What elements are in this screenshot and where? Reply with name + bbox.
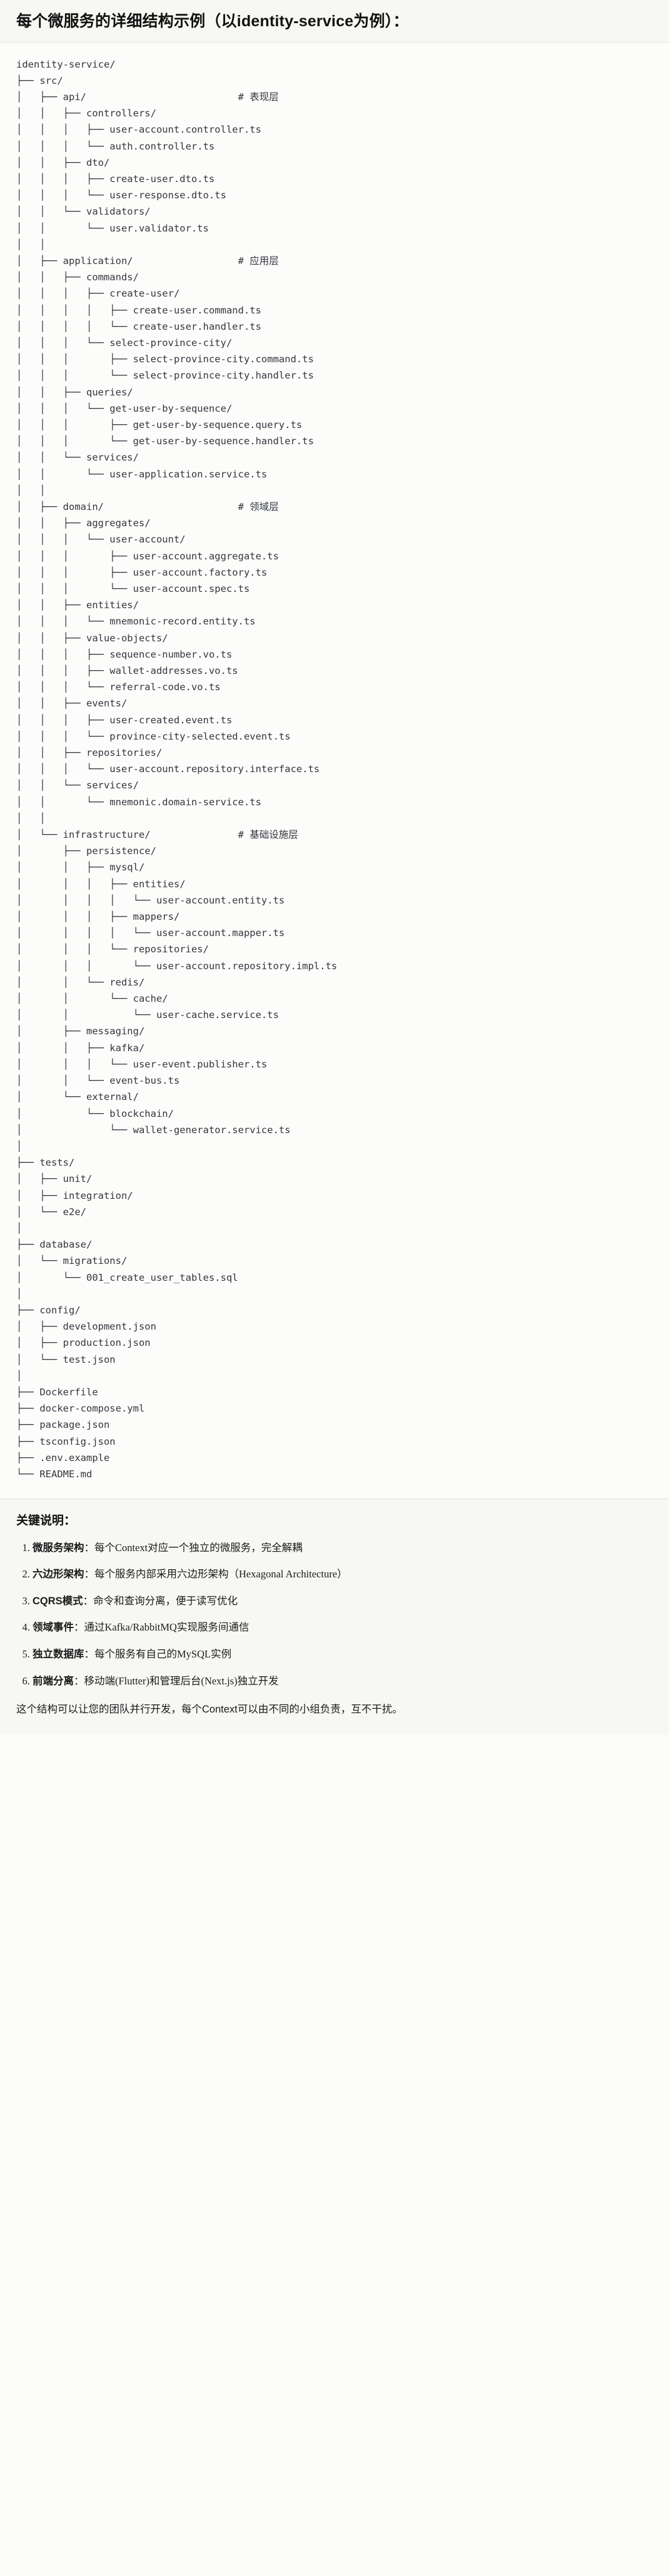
key-note-separator: ： <box>84 1648 95 1661</box>
key-note-item: 领域事件：通过Kafka/RabbitMQ实现服务间通信 <box>33 1619 653 1636</box>
key-notes-section: 关键说明： 微服务架构：每个Context对应一个独立的微服务，完全解耦六边形架… <box>0 1499 669 1734</box>
key-note-term: 领域事件 <box>33 1622 74 1634</box>
key-note-description: 通过Kafka/RabbitMQ实现服务间通信 <box>84 1621 249 1634</box>
key-note-separator: ： <box>74 1621 84 1634</box>
key-notes-list: 微服务架构：每个Context对应一个独立的微服务，完全解耦六边形架构：每个服务… <box>16 1540 653 1689</box>
key-note-item: 独立数据库：每个服务有自己的MySQL实例 <box>33 1646 653 1663</box>
key-note-term: 前端分离 <box>33 1675 74 1687</box>
key-note-description: 每个Context对应一个独立的微服务，完全解耦 <box>94 1541 303 1554</box>
key-note-separator: ： <box>84 1541 95 1554</box>
key-note-item: 微服务架构：每个Context对应一个独立的微服务，完全解耦 <box>33 1540 653 1557</box>
directory-tree-block: identity-service/ ├── src/ │ ├── api/ # … <box>0 42 669 1499</box>
key-note-separator: ： <box>83 1594 94 1607</box>
key-note-description: 命令和查询分离，便于读写优化 <box>93 1594 238 1607</box>
key-note-description: 每个服务内部采用六边形架构（Hexagonal Architecture） <box>94 1568 348 1581</box>
key-notes-title: 关键说明： <box>16 1514 76 1528</box>
closing-paragraph: 这个结构可以让您的团队并行开发，每个Context可以由不同的小组负责，互不干扰… <box>16 1704 403 1716</box>
key-note-description: 移动端(Flutter)和管理后台(Next.js)独立开发 <box>84 1674 279 1687</box>
key-note-item: 前端分离：移动端(Flutter)和管理后台(Next.js)独立开发 <box>33 1673 653 1690</box>
document-header: 每个微服务的详细结构示例（以identity-service为例）： <box>0 0 669 43</box>
key-note-item: CQRS模式：命令和查询分离，便于读写优化 <box>33 1593 653 1610</box>
key-note-description: 每个服务有自己的MySQL实例 <box>94 1648 232 1661</box>
key-note-separator: ： <box>74 1674 84 1687</box>
key-note-item: 六边形架构：每个服务内部采用六边形架构（Hexagonal Architectu… <box>33 1566 653 1583</box>
key-note-term: 微服务架构 <box>33 1542 84 1554</box>
directory-tree: identity-service/ ├── src/ │ ├── api/ # … <box>16 58 338 1480</box>
key-note-separator: ： <box>84 1568 95 1581</box>
key-note-term: 独立数据库 <box>33 1649 84 1661</box>
key-note-term: CQRS模式 <box>33 1595 83 1607</box>
page-title: 每个微服务的详细结构示例（以identity-service为例）： <box>16 13 409 30</box>
key-note-term: 六边形架构 <box>33 1569 84 1581</box>
